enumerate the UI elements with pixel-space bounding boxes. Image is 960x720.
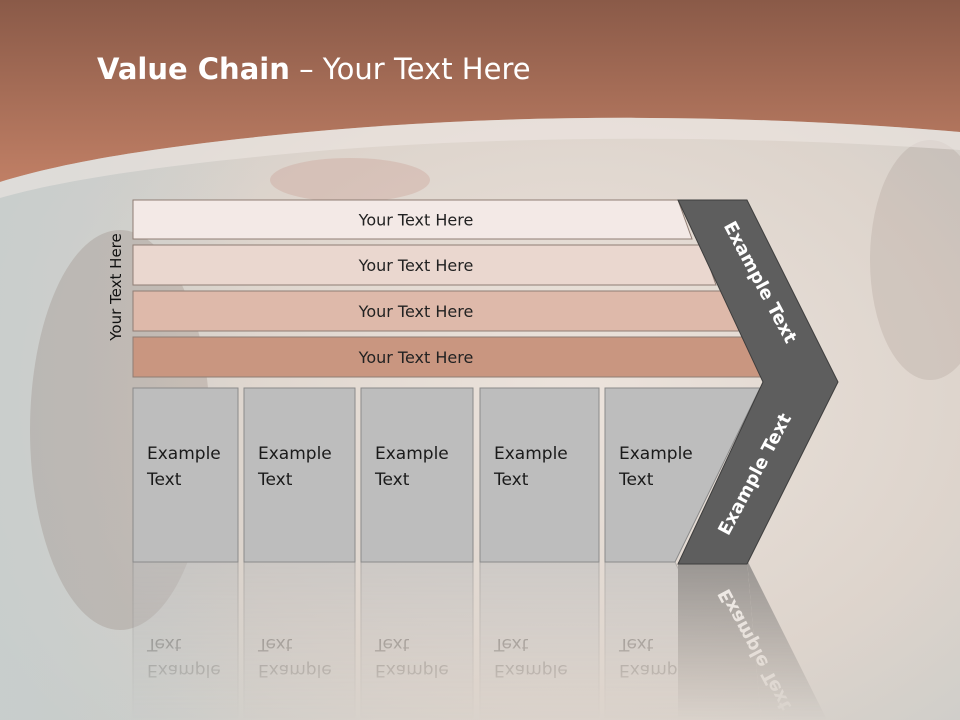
reflection-box	[243, 561, 356, 720]
primary-box-line1: Example	[494, 444, 568, 464]
primary-box-2	[243, 387, 356, 563]
reflection-chevron	[678, 560, 762, 720]
primary-box-line2: Text	[618, 470, 654, 490]
chevron-shape	[677, 199, 839, 565]
primary-box-line2: Text	[146, 470, 182, 490]
support-row-label: Your Text Here	[358, 302, 474, 321]
reflection-box	[479, 561, 600, 720]
support-row-2	[132, 244, 717, 286]
primary-box-1	[132, 387, 239, 563]
reflection-text: Text	[257, 634, 293, 654]
support-row-label: Your Text Here	[358, 348, 474, 367]
primary-box-3	[360, 387, 474, 563]
reflection-chevron	[747, 560, 827, 720]
reflection-text: Text	[374, 634, 410, 654]
primary-box-line1: Example	[375, 444, 449, 464]
reflection-text: Example	[375, 660, 449, 680]
side-label: Your Text Here	[107, 233, 125, 341]
primary-box-line2: Text	[257, 470, 293, 490]
primary-box-line2: Text	[493, 470, 529, 490]
reflection-text: Example	[258, 660, 332, 680]
primary-box-line1: Example	[147, 444, 221, 464]
title-rest: – Your Text Here	[289, 52, 531, 86]
reflection-text: Example	[619, 660, 693, 680]
reflection-text: Example	[494, 660, 568, 680]
primary-box-4	[479, 387, 600, 563]
primary-box-5	[604, 387, 761, 563]
reflection-text: Text	[493, 634, 529, 654]
title-bold: Value Chain	[97, 52, 290, 86]
support-row-1	[132, 199, 693, 240]
reflection-text: Text	[146, 634, 182, 654]
support-row-label: Your Text Here	[358, 211, 474, 230]
slide-title: Value Chain – Your Text Here	[97, 52, 531, 86]
primary-box-line1: Example	[619, 444, 693, 464]
support-row-label: Your Text Here	[358, 256, 474, 275]
reflection-text: Example	[147, 660, 221, 680]
primary-box-line1: Example	[258, 444, 332, 464]
reflection-text: Text	[618, 634, 654, 654]
reflection-box	[132, 561, 239, 720]
primary-box-line2: Text	[374, 470, 410, 490]
